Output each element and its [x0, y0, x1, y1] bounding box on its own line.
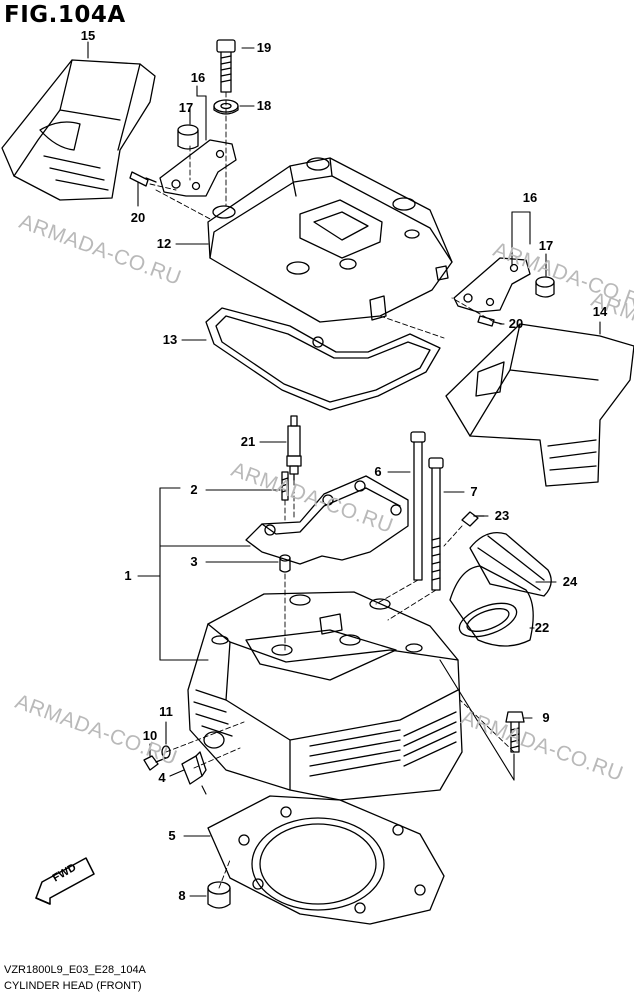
part-16-bracket: [159, 139, 237, 197]
callout-3: 3: [190, 554, 198, 569]
callout-11: 11: [159, 704, 173, 719]
part-1-cylinder-head: [187, 591, 463, 801]
figure-caption: CYLINDER HEAD (FRONT): [4, 980, 142, 992]
part-13-gasket: [205, 307, 441, 411]
callout-16: 16: [190, 70, 206, 85]
part-16-bracket-right: [453, 257, 531, 313]
part-3-dowel-pin: [279, 554, 291, 573]
callout-20: 20: [130, 210, 146, 225]
part-14-side-cover: [445, 323, 634, 487]
part-20-bolt-right: [477, 315, 503, 327]
figure-title: FIG.104A: [4, 2, 126, 28]
part-22-intake-pipe: [449, 565, 534, 647]
part-23-bolt: [461, 511, 485, 527]
callout-9: 9: [542, 710, 550, 725]
part-12-head-cover: [207, 157, 453, 323]
leader-lines: [87, 41, 601, 897]
part-19-bolt: [216, 39, 236, 93]
callout-6: 6: [374, 464, 382, 479]
part-17-cushion-right: [535, 276, 555, 298]
part-9-bolt: [505, 711, 525, 753]
callout-1: 1: [124, 568, 132, 583]
part-24-intake-pipe: [469, 531, 552, 597]
callout-8: 8: [178, 888, 186, 903]
callout-19: 19: [256, 40, 272, 55]
part-17-cushion: [177, 124, 199, 150]
part-21-spark-plug: [286, 415, 302, 481]
callout-2: 2: [190, 482, 198, 497]
part-15-side-cover: [1, 59, 156, 201]
callout-20: 20: [508, 316, 524, 331]
callout-12: 12: [156, 236, 172, 251]
callout-7: 7: [470, 484, 478, 499]
part-10-bolt: [143, 755, 167, 771]
figure-code: VZR1800L9_E03_E28_104A: [4, 964, 146, 976]
assembly-lines: [149, 91, 515, 889]
part-4-oil-jet: [181, 751, 207, 785]
callout-14: 14: [592, 304, 608, 319]
fwd-arrow-icon: [35, 857, 95, 905]
part-2-bolt: [281, 471, 289, 501]
callout-15: 15: [80, 28, 96, 43]
callout-18: 18: [256, 98, 272, 113]
part-6-bolt: [410, 431, 426, 581]
part-7-bolt: [428, 457, 444, 591]
callout-22: 22: [534, 620, 550, 635]
callout-21: 21: [240, 434, 256, 449]
callout-16: 16: [522, 190, 538, 205]
part-8-dowel-pin: [207, 881, 231, 909]
callout-23: 23: [494, 508, 510, 523]
callout-5: 5: [168, 828, 176, 843]
callout-17: 17: [538, 238, 554, 253]
part-5-head-gasket: [207, 795, 445, 925]
callout-10: 10: [142, 728, 158, 743]
camshaft-holder: [245, 475, 409, 565]
callout-4: 4: [158, 770, 166, 785]
part-20-bolt-left: [129, 171, 157, 187]
callout-24: 24: [562, 574, 578, 589]
callout-17: 17: [178, 100, 194, 115]
callout-13: 13: [162, 332, 178, 347]
